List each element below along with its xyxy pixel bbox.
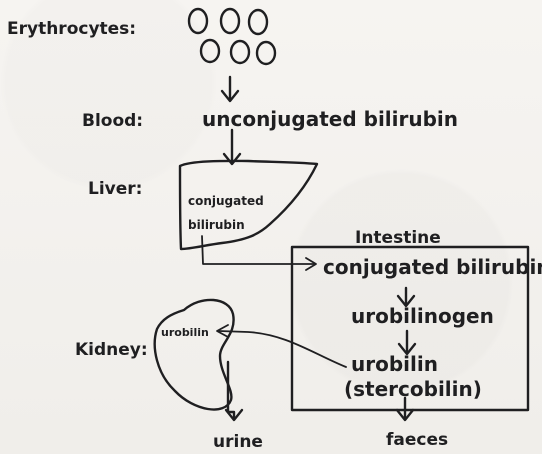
kidney-urobilin-text: urobilin [161,326,209,339]
urobilin-to-kidney-path [218,330,347,368]
erythrocyte-cell-2 [219,7,241,35]
erythrocyte-cell-3 [247,8,269,36]
stercobilin-text: (stercobilin) [344,377,482,401]
blood-to-liver-arrowhead [222,152,242,166]
erythrocyte-cell-5 [229,39,251,65]
unconjugated-bilirubin-text: unconjugated bilirubin [202,107,458,131]
urobilin-to-kidney-arrowhead [216,324,229,338]
blood-label: Blood: [82,111,143,131]
liver-label: Liver: [88,179,142,199]
liver-bilirubin-text: bilirubin [188,218,245,232]
intestine-conjugated-bilirubin-text: conjugated bilirubin [323,255,542,279]
intestine-urobilin-text: urobilin [351,352,438,376]
ureter-line [226,360,236,421]
intestine-title: Intestine [355,228,441,248]
intestine-box [290,245,530,412]
kidney-outline [153,298,235,411]
kidney-to-urine-arrowhead [224,408,244,422]
erythrocytes-label: Erythrocytes: [7,19,136,39]
erythrocytes-to-blood-arrowhead [220,89,240,103]
faeces-text: faeces [386,430,448,450]
liver-to-intestine-arrowhead [305,257,317,271]
liver-conjugated-text: conjugated [188,194,264,208]
intestine-to-faeces-arrowhead [395,408,415,422]
liver-outline [178,159,319,251]
urobilinogen-text: urobilinogen [351,304,494,328]
erythrocyte-cell-4 [199,38,221,64]
kidney-label: Kidney: [75,340,148,360]
erythrocyte-cell-1 [187,7,209,35]
urobilinogen-to-urobilin-arrowhead [397,342,417,356]
liver-to-intestine-path [201,235,315,265]
conjugated-to-urobilinogen-arrowhead [396,294,416,308]
erythrocyte-cells [187,7,277,66]
erythrocyte-cell-6 [255,40,277,66]
urine-text: urine [213,432,263,452]
